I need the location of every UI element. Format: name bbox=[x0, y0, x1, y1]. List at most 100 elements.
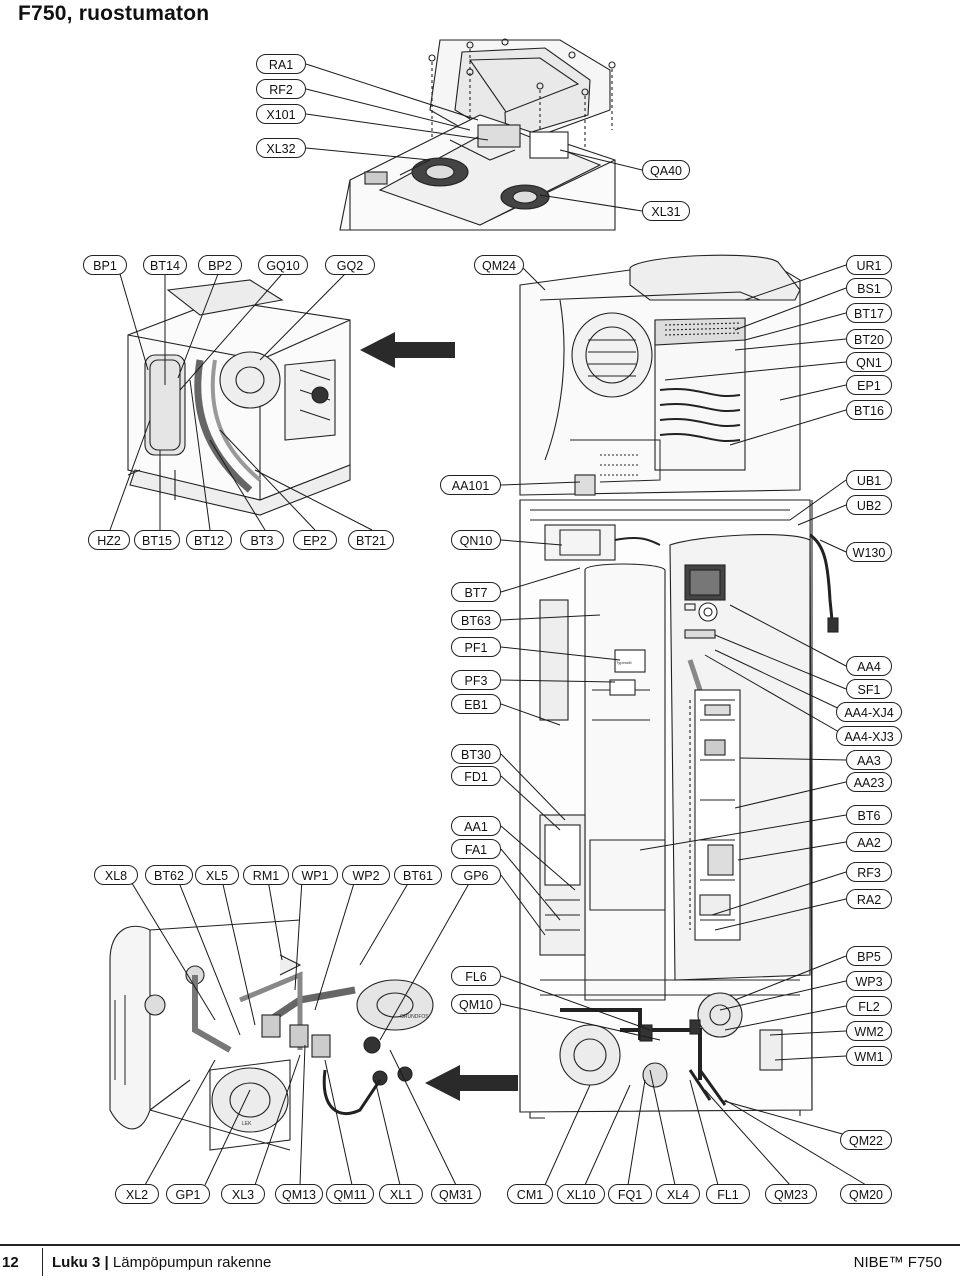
label-PF3: PF3 bbox=[451, 670, 501, 690]
label-AA4-XJ4: AA4-XJ4 bbox=[836, 702, 902, 722]
label-GQ2: GQ2 bbox=[325, 255, 375, 275]
page-number: 12 bbox=[2, 1254, 19, 1271]
label-UR1: UR1 bbox=[846, 255, 892, 275]
label-XL32: XL32 bbox=[256, 138, 306, 158]
label-AA2: AA2 bbox=[846, 832, 892, 852]
top-cover-illustration bbox=[339, 38, 616, 231]
label-GP6: GP6 bbox=[451, 865, 501, 885]
label-BT6: BT6 bbox=[846, 805, 892, 825]
label-QM23: QM23 bbox=[765, 1184, 817, 1204]
label-WM2: WM2 bbox=[846, 1021, 892, 1041]
label-PF1: PF1 bbox=[451, 637, 501, 657]
label-BT63: BT63 bbox=[451, 610, 501, 630]
label-XL2: XL2 bbox=[115, 1184, 159, 1204]
label-BT17: BT17 bbox=[846, 303, 892, 323]
label-WP3: WP3 bbox=[846, 971, 892, 991]
footer-separator bbox=[42, 1248, 43, 1276]
label-SF1: SF1 bbox=[846, 679, 892, 699]
label-W130: W130 bbox=[846, 542, 892, 562]
label-BT12: BT12 bbox=[186, 530, 232, 550]
pump-brand-small-text: LEK bbox=[242, 1121, 252, 1127]
label-BT16: BT16 bbox=[846, 400, 892, 420]
label-XL10: XL10 bbox=[557, 1184, 605, 1204]
panel-tag-text: Typeskilt bbox=[616, 660, 632, 665]
label-BP5: BP5 bbox=[846, 946, 892, 966]
label-AA3: AA3 bbox=[846, 750, 892, 770]
label-BT15: BT15 bbox=[134, 530, 180, 550]
label-FD1: FD1 bbox=[451, 766, 501, 786]
footer-rule bbox=[0, 1244, 960, 1246]
chapter-separator: | bbox=[104, 1254, 109, 1271]
label-QM24: QM24 bbox=[474, 255, 524, 275]
label-QN10: QN10 bbox=[451, 530, 501, 550]
label-BT7: BT7 bbox=[451, 582, 501, 602]
label-BT61: BT61 bbox=[394, 865, 442, 885]
label-QM10: QM10 bbox=[451, 994, 501, 1014]
label-AA101: AA101 bbox=[440, 475, 501, 495]
label-RM1: RM1 bbox=[243, 865, 289, 885]
label-EP1: EP1 bbox=[846, 375, 892, 395]
chapter-title: Luku 3 | Lämpöpumpun rakenne bbox=[52, 1254, 271, 1271]
label-WP2: WP2 bbox=[342, 865, 390, 885]
label-UB1: UB1 bbox=[846, 470, 892, 490]
label-AA4-XJ3: AA4-XJ3 bbox=[836, 726, 902, 746]
label-BT62: BT62 bbox=[145, 865, 193, 885]
label-XL3: XL3 bbox=[221, 1184, 265, 1204]
label-XL5: XL5 bbox=[195, 865, 239, 885]
label-QM31: QM31 bbox=[431, 1184, 481, 1204]
pump-brand-text: GRUNDFOS bbox=[400, 1014, 429, 1020]
label-AA4: AA4 bbox=[846, 656, 892, 676]
label-RA2: RA2 bbox=[846, 889, 892, 909]
label-GP1: GP1 bbox=[166, 1184, 210, 1204]
label-QM11: QM11 bbox=[326, 1184, 374, 1204]
label-WM1: WM1 bbox=[846, 1046, 892, 1066]
label-QM22: QM22 bbox=[840, 1130, 892, 1150]
label-AA1: AA1 bbox=[451, 816, 501, 836]
left-arrow-lower bbox=[425, 1065, 518, 1101]
label-FL6: FL6 bbox=[451, 966, 501, 986]
chapter-label: Luku 3 bbox=[52, 1254, 101, 1271]
page-footer: 12 Luku 3 | Lämpöpumpun rakenne NIBE™ F7… bbox=[0, 1240, 960, 1276]
label-QM13: QM13 bbox=[275, 1184, 323, 1204]
label-BP1: BP1 bbox=[83, 255, 127, 275]
label-BT21: BT21 bbox=[348, 530, 394, 550]
label-RF2: RF2 bbox=[256, 79, 306, 99]
brand-model: NIBE™ F750 bbox=[853, 1254, 942, 1271]
label-XL8: XL8 bbox=[94, 865, 138, 885]
label-QA40: QA40 bbox=[642, 160, 690, 180]
label-BT3: BT3 bbox=[240, 530, 284, 550]
compressor-module-illustration bbox=[127, 279, 351, 516]
label-FA1: FA1 bbox=[451, 839, 501, 859]
label-BP2: BP2 bbox=[198, 255, 242, 275]
page-title: F750, ruostumaton bbox=[18, 2, 210, 25]
label-GQ10: GQ10 bbox=[258, 255, 308, 275]
label-XL1: XL1 bbox=[379, 1184, 423, 1204]
label-RA1: RA1 bbox=[256, 54, 306, 74]
label-HZ2: HZ2 bbox=[88, 530, 130, 550]
label-FQ1: FQ1 bbox=[608, 1184, 652, 1204]
label-XL31: XL31 bbox=[642, 201, 690, 221]
label-X101: X101 bbox=[256, 104, 306, 124]
label-QN1: QN1 bbox=[846, 352, 892, 372]
main-cabinet-illustration bbox=[519, 254, 839, 1119]
label-EB1: EB1 bbox=[451, 694, 501, 714]
label-XL4: XL4 bbox=[656, 1184, 700, 1204]
label-UB2: UB2 bbox=[846, 495, 892, 515]
label-BT14: BT14 bbox=[143, 255, 187, 275]
technical-drawing: GRUNDFOS LEK Typeskilt bbox=[109, 38, 867, 1186]
label-WP1: WP1 bbox=[292, 865, 338, 885]
label-FL1: FL1 bbox=[706, 1184, 750, 1204]
label-CM1: CM1 bbox=[507, 1184, 553, 1204]
label-BS1: BS1 bbox=[846, 278, 892, 298]
chapter-name: Lämpöpumpun rakenne bbox=[112, 1254, 272, 1271]
label-AA23: AA23 bbox=[846, 772, 892, 792]
label-BT20: BT20 bbox=[846, 329, 892, 349]
label-EP2: EP2 bbox=[293, 530, 337, 550]
leader-lines bbox=[109, 63, 867, 1186]
label-FL2: FL2 bbox=[846, 996, 892, 1016]
left-arrow-upper bbox=[360, 332, 455, 368]
label-RF3: RF3 bbox=[846, 862, 892, 882]
label-BT30: BT30 bbox=[451, 744, 501, 764]
pipe-module-illustration bbox=[109, 919, 434, 1151]
label-QM20: QM20 bbox=[840, 1184, 892, 1204]
